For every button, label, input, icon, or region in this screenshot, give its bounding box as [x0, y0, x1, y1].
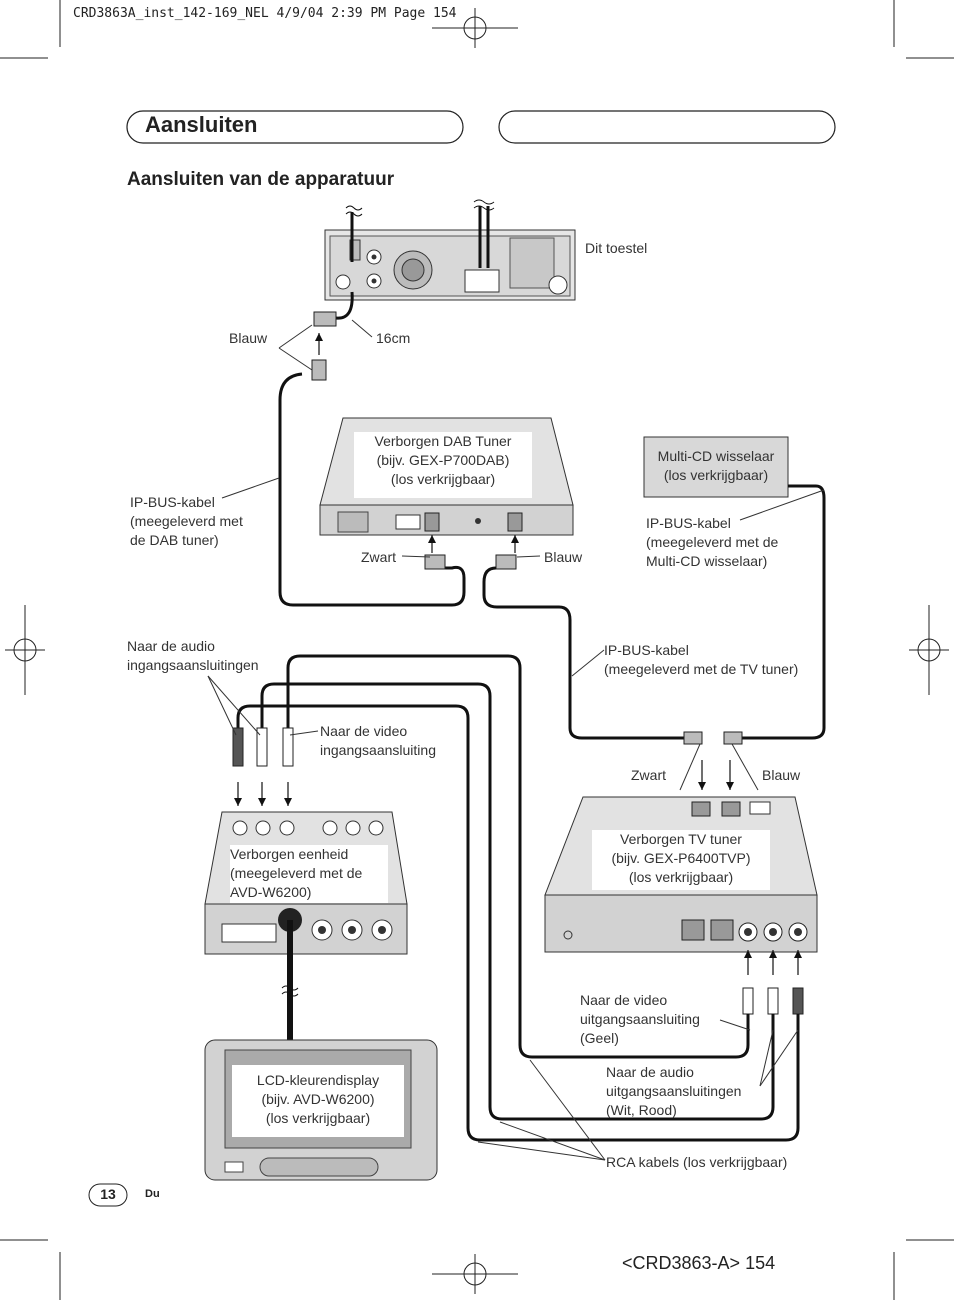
- label-blue-tv: Blauw: [762, 767, 801, 783]
- subsection-title: Aansluiten van de apparatuur: [127, 169, 395, 190]
- label-blue-dab: Blauw: [544, 549, 583, 565]
- label-black-tv: Zwart: [631, 767, 666, 783]
- blue-connector-top: [313, 311, 337, 327]
- lcd-label: LCD-kleurendisplay(bijv. AVD-W6200)(los …: [232, 1065, 404, 1137]
- dab-tuner-label: Verborgen DAB Tuner(bijv. GEX-P700DAB)(l…: [354, 432, 532, 498]
- rca-label: RCA kabels (los verkrijgbaar): [606, 1154, 788, 1170]
- print-header: CRD3863A_inst_142-169_NEL 4/9/04 2:39 PM…: [73, 6, 457, 21]
- language-tag: Du: [145, 1188, 160, 1200]
- section-title: Aansluiten: [145, 112, 258, 137]
- page-number: 13: [100, 1186, 116, 1202]
- label-black-dab: Zwart: [361, 549, 396, 565]
- head-unit-rear: [324, 229, 576, 301]
- label-length: 16cm: [376, 330, 411, 346]
- label-unit: Dit toestel: [585, 240, 648, 256]
- label-blue-top: Blauw: [229, 330, 268, 346]
- multi-cd-box: [643, 436, 789, 498]
- tv-tuner-label: Verborgen TV tuner(bijv. GEX-P6400TVP)(l…: [592, 830, 770, 890]
- doc-reference: <CRD3863-A> 154: [622, 1253, 776, 1273]
- multi-cd-label: Multi-CD wisselaar(los verkrijgbaar): [657, 448, 775, 483]
- ipbus-tv-label: IP-BUS-kabel(meegeleverd met de TV tuner…: [604, 642, 799, 677]
